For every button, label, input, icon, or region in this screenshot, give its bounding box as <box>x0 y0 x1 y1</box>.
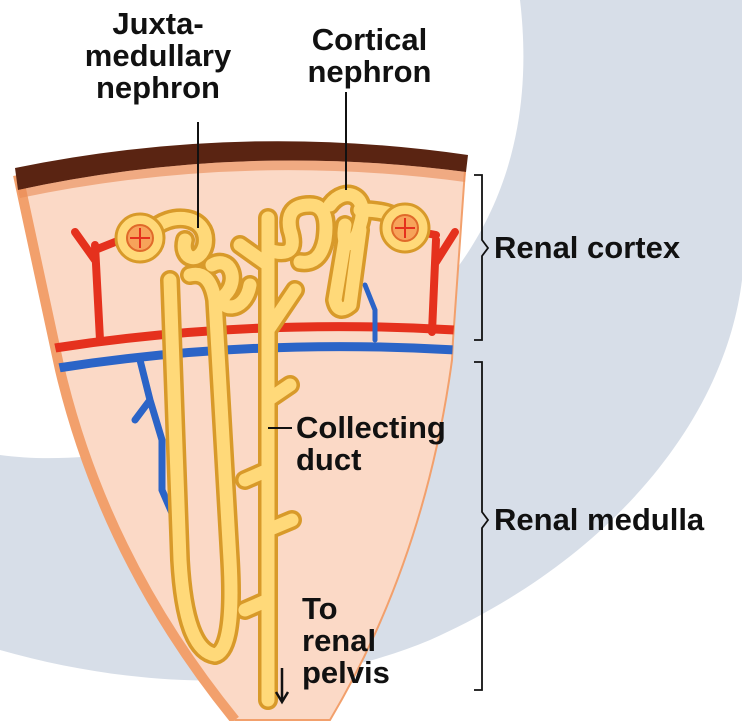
collecting-duct-label: Collecting duct <box>296 412 446 476</box>
glomerulus-juxtamedullary <box>116 214 164 262</box>
glomerulus-cortical <box>381 204 429 252</box>
juxtamedullary-nephron-label: Juxta- medullary nephron <box>58 8 258 104</box>
to-renal-pelvis-label: To renal pelvis <box>302 593 390 689</box>
cortical-nephron-label: Cortical nephron <box>282 24 457 88</box>
renal-medulla-label: Renal medulla <box>494 504 704 536</box>
renal-cortex-label: Renal cortex <box>494 232 680 264</box>
